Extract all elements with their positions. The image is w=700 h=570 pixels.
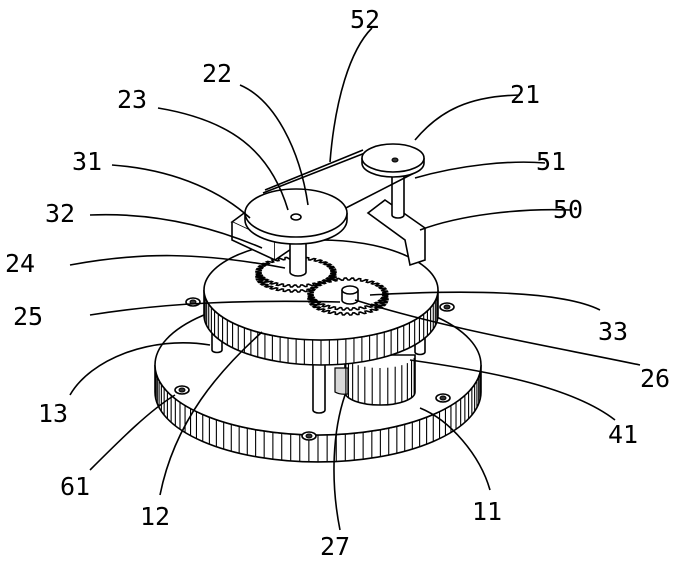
label-23: 23 xyxy=(117,85,147,114)
leader-lines xyxy=(69,27,641,531)
reference-labels: 52 22 21 23 31 51 32 50 24 25 33 26 13 4… xyxy=(5,5,670,561)
label-11: 11 xyxy=(472,497,502,526)
belt xyxy=(262,149,421,213)
label-52: 52 xyxy=(350,5,380,34)
label-21: 21 xyxy=(510,80,540,109)
label-51: 51 xyxy=(536,147,566,176)
label-27: 27 xyxy=(320,532,350,561)
label-12: 12 xyxy=(140,502,170,531)
label-41: 41 xyxy=(608,420,638,449)
pulley-21 xyxy=(361,143,425,178)
label-61: 61 xyxy=(60,472,90,501)
label-31: 31 xyxy=(72,147,102,176)
pulley-23 xyxy=(244,188,348,245)
label-22: 22 xyxy=(202,59,232,88)
shaft-25 xyxy=(341,285,359,305)
label-25: 25 xyxy=(13,302,43,331)
label-33: 33 xyxy=(598,317,628,346)
label-32: 32 xyxy=(45,199,75,228)
label-13: 13 xyxy=(38,399,68,428)
label-50: 50 xyxy=(553,195,583,224)
label-24: 24 xyxy=(5,249,35,278)
motor xyxy=(334,354,416,406)
label-26: 26 xyxy=(640,364,670,393)
